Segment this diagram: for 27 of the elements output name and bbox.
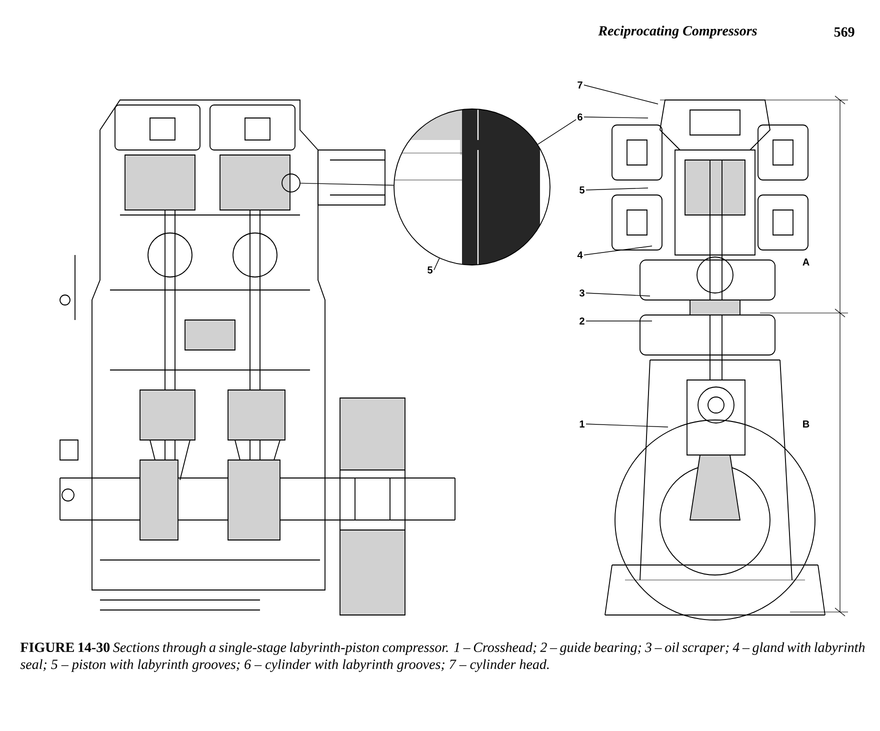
callout-number: 2	[580, 318, 584, 324]
callout-number: 3	[579, 289, 584, 297]
callout-number: 6	[578, 113, 582, 121]
leader-line	[300, 182, 394, 186]
leader-line	[586, 292, 650, 296]
leader-line	[584, 84, 658, 104]
callout-number: 5	[580, 186, 585, 194]
leader-line	[586, 188, 648, 190]
leader-line	[584, 246, 652, 256]
callout-number: 5	[428, 266, 432, 274]
leader-line	[586, 320, 652, 322]
page-number: 569	[834, 27, 854, 37]
leader-line	[586, 424, 668, 428]
running-header: Reciprocating Compressors	[598, 26, 757, 38]
callout-number: 4	[577, 252, 583, 258]
leader-line	[538, 119, 576, 145]
dimension-label: A	[802, 258, 810, 266]
callout-number: 7	[578, 82, 582, 88]
magnified-detail-drawing	[394, 108, 550, 266]
dimension-label: B	[803, 420, 810, 428]
leader-line	[584, 116, 648, 118]
detail-circle	[282, 174, 300, 192]
compressor-section-drawing	[60, 100, 456, 616]
compressor-cross-section-drawing	[604, 100, 826, 620]
leader-line	[434, 258, 440, 270]
callout-number: 1	[580, 420, 585, 428]
figure-caption: FIGURE 14-30 Sections through a single-stage labyrinth-piston compressor. 1 – Crosshead; 2 – guide bearing; 3 – oil scraper; 4 – gland with labyrinth seal; 5 – piston with labyrinth grooves; 6 – cylinder with labyrinth grooves; 7 – cylinder head.	[20, 642, 865, 672]
